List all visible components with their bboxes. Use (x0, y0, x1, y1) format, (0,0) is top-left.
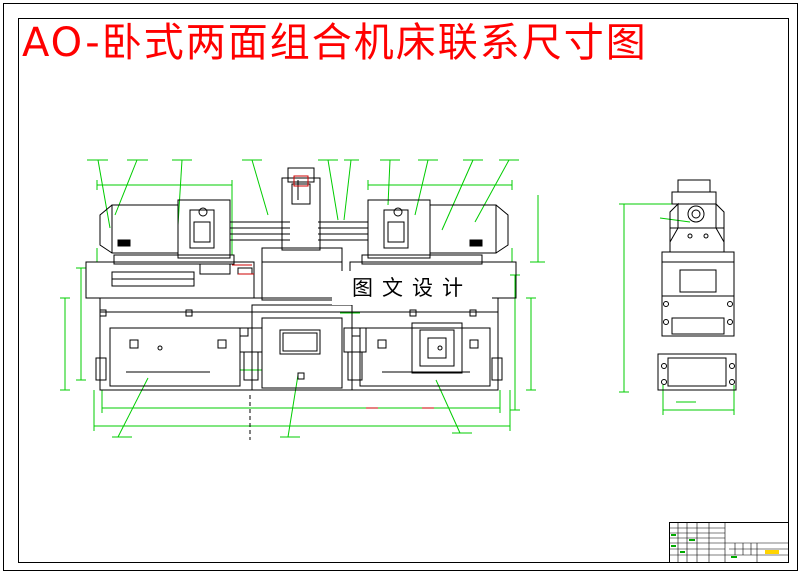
front-view-highlights (232, 175, 434, 409)
drawing-title: AO-卧式两面组合机床联系尺寸图 (22, 20, 648, 66)
outer-border (3, 3, 798, 571)
drawing-border (18, 18, 789, 563)
front-view (85, 167, 517, 440)
title-block (669, 522, 789, 563)
side-view-dimensions (619, 203, 735, 415)
watermark-label: 图文设计 (332, 271, 492, 305)
side-view (657, 179, 737, 391)
